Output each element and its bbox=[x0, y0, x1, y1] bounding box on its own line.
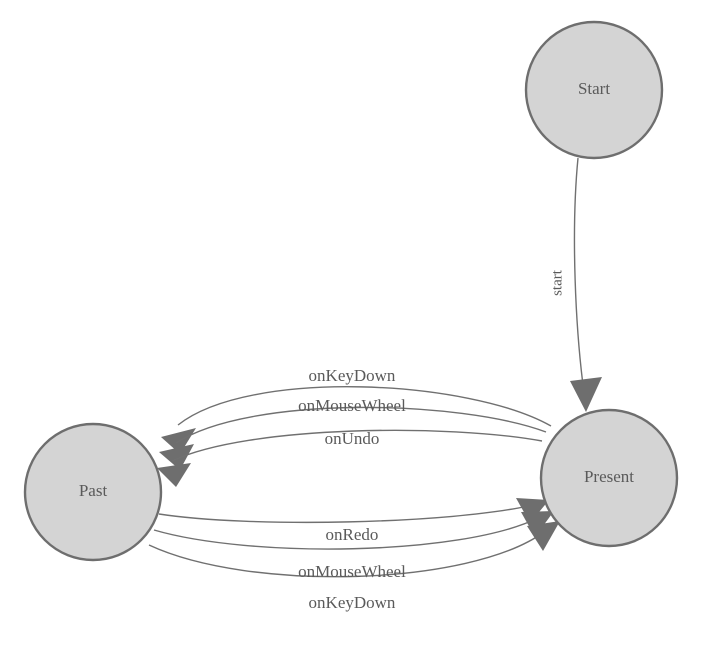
edge-present-past-1-path bbox=[177, 386, 552, 427]
edge-start-present-path bbox=[573, 157, 586, 401]
node-past-circle bbox=[23, 422, 163, 562]
node-start[interactable]: Start bbox=[524, 20, 664, 160]
edge-label-present-past-onmousewheel: onMouseWheel bbox=[298, 396, 406, 415]
edge-label-present-past-onkeydown: onKeyDown bbox=[309, 366, 396, 385]
node-past[interactable]: Past bbox=[23, 422, 163, 562]
edge-past-present-1-path bbox=[158, 504, 534, 524]
edge-label-past-present-onmousewheel: onMouseWheel bbox=[298, 562, 406, 581]
edge-present-past-2-path bbox=[175, 406, 547, 444]
node-start-circle bbox=[524, 20, 664, 160]
edge-present-past-onmousewheel[interactable] bbox=[159, 406, 547, 470]
edge-past-present-3-path bbox=[148, 531, 545, 578]
edge-label-present-past-onundo: onUndo bbox=[325, 429, 380, 448]
arrowhead-past-present-1 bbox=[516, 498, 549, 523]
arrowhead-past-present-2 bbox=[521, 511, 554, 537]
node-present-label: Present bbox=[584, 467, 634, 486]
edge-present-past-onundo[interactable] bbox=[157, 429, 543, 487]
arrowhead-present-past-3 bbox=[157, 463, 191, 487]
node-present[interactable]: Present bbox=[539, 408, 679, 548]
arrowhead-past-present-3 bbox=[527, 521, 560, 551]
edge-label-past-present-onredo: onRedo bbox=[326, 525, 379, 544]
node-past-label: Past bbox=[79, 481, 108, 500]
arrowhead-present-past-2 bbox=[159, 444, 194, 470]
node-present-circle bbox=[539, 408, 679, 548]
node-start-label: Start bbox=[578, 79, 610, 98]
edge-label-past-present-onkeydown: onKeyDown bbox=[309, 593, 396, 612]
edge-present-past-3-path bbox=[171, 429, 543, 462]
arrowhead-start-present bbox=[570, 377, 602, 412]
edge-label-start: start bbox=[549, 269, 565, 296]
edge-start-present[interactable] bbox=[570, 157, 602, 412]
edge-past-present-2-path bbox=[153, 517, 539, 550]
edge-past-present-onredo[interactable] bbox=[158, 498, 549, 524]
edge-past-present-onmousewheel[interactable] bbox=[153, 511, 554, 550]
edge-past-present-onkeydown[interactable] bbox=[148, 521, 560, 578]
